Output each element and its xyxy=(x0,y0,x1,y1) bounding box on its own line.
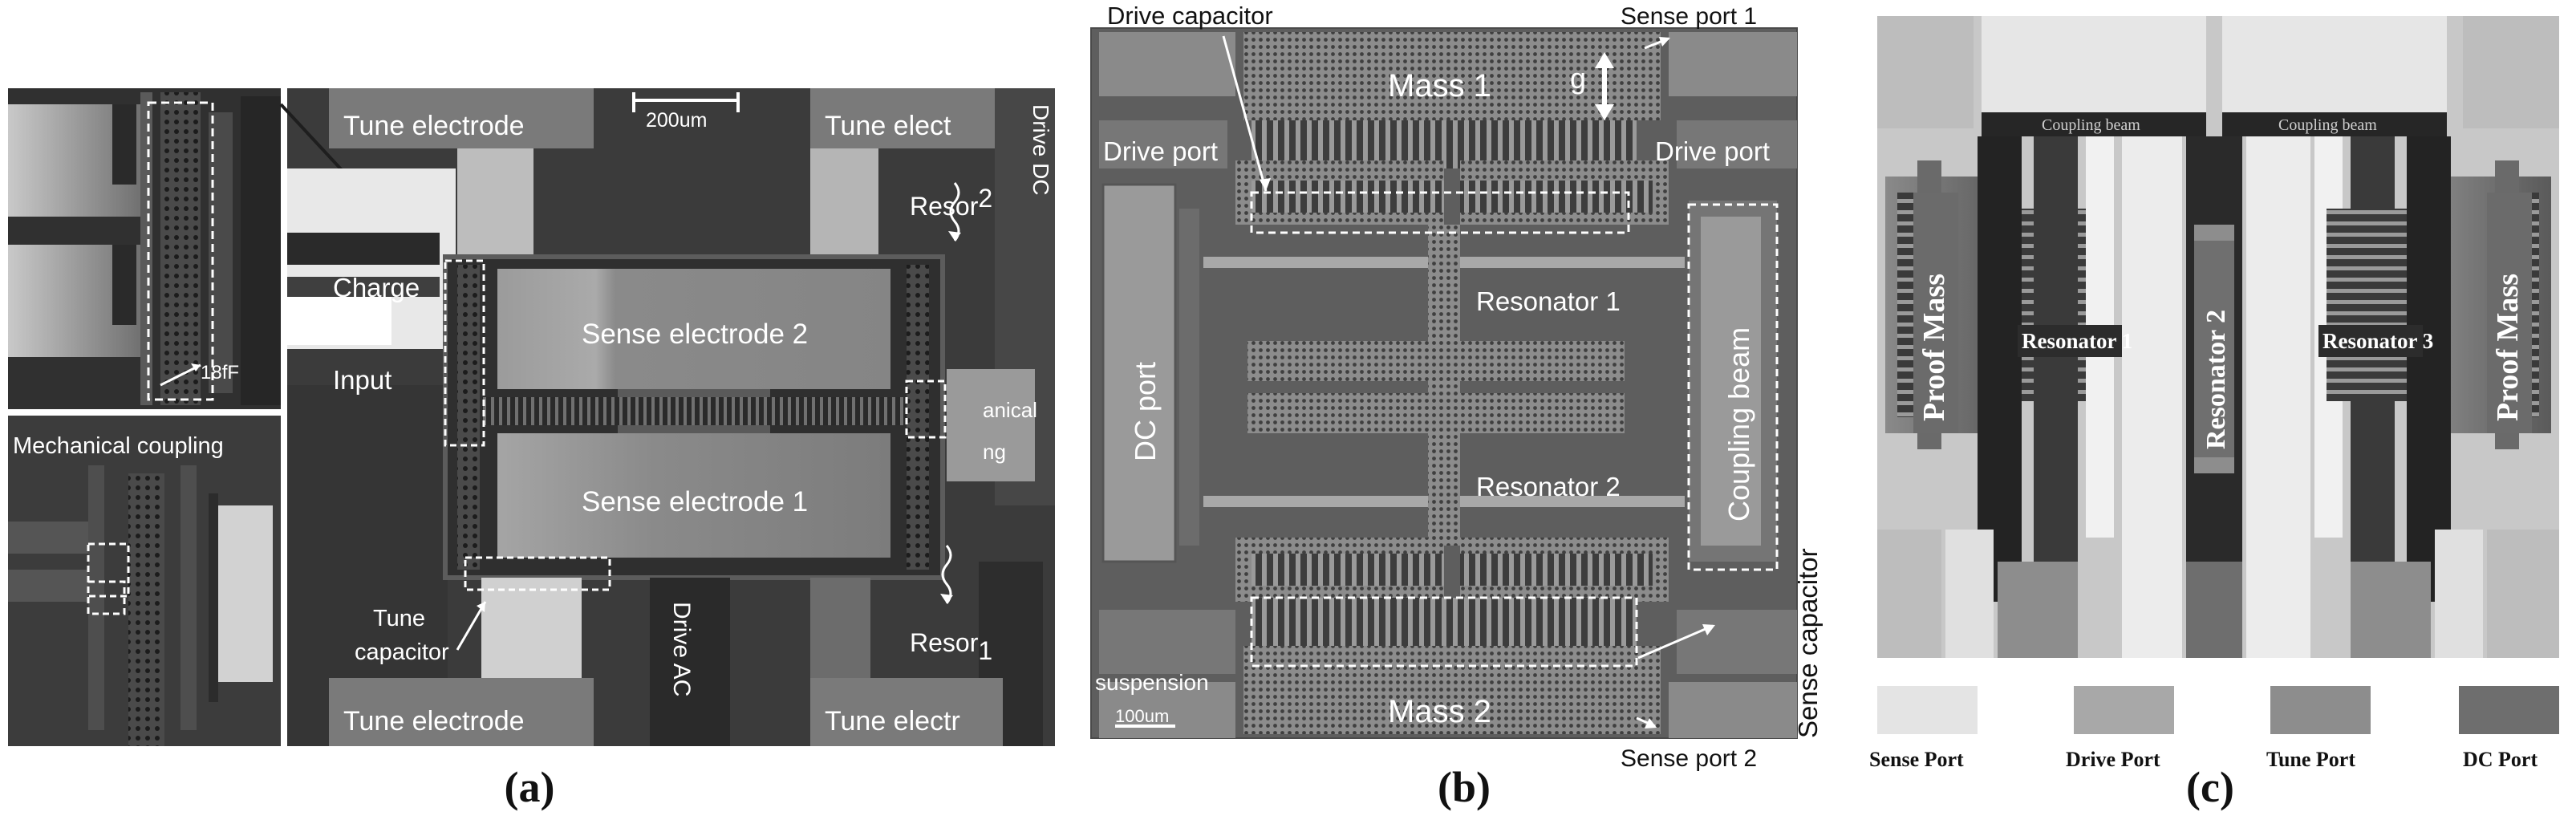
drive-port-left-label: Drive port xyxy=(1103,136,1218,166)
resonator-2-label: Resor2 xyxy=(910,184,992,221)
tune-electrode-top-right: Tune elect xyxy=(825,111,951,141)
legend-swatch-sense-port xyxy=(1877,686,1978,734)
legend-swatch-tune-port xyxy=(2270,686,2371,734)
panel-b: Drive capacitor Sense port 1 Mass 1 g Dr… xyxy=(1090,0,1823,772)
tune-electrode-top-left: Tune electrode xyxy=(343,111,525,141)
drive-capacitor-label: Drive capacitor xyxy=(1107,2,1273,30)
panel-b-sem-image: Drive capacitor Sense port 1 Mass 1 g Dr… xyxy=(1090,2,1823,772)
legend-label-tune-port: Tune Port xyxy=(2266,748,2355,771)
sense-electrode-2-label: Sense electrode 2 xyxy=(582,319,808,350)
resonator-1-label: Resor1 xyxy=(910,628,992,665)
mass-1-label: Mass 1 xyxy=(1388,68,1491,103)
resonator-2-label-c: Resonator 2 xyxy=(2201,310,2231,449)
inset-bottom: Mechanical coupling xyxy=(8,416,281,746)
resonator-1-label-b: Resonator 1 xyxy=(1476,286,1621,316)
sense-capacitor-label: Sense capacitor xyxy=(1793,548,1823,738)
panel-c-layout-image: Coupling beam Coupling beam Proof Mass P… xyxy=(1869,16,2559,771)
mechanical-coupling-partial-2: ng xyxy=(983,440,1006,464)
caption-c: (c) xyxy=(2186,763,2234,811)
panel-a-sem-image: 18fF Mechanical coupling xyxy=(8,88,1055,746)
resonator-1-label-c: Resonator 1 xyxy=(2022,329,2132,353)
legend-label-dc-port: DC Port xyxy=(2463,748,2537,771)
drive-dc-label: Drive DC xyxy=(1028,104,1053,196)
resonator-3-label-c: Resonator 3 xyxy=(2322,329,2433,353)
drive-port-right-label: Drive port xyxy=(1655,136,1770,166)
mechanical-coupling-label: Mechanical coupling xyxy=(13,433,224,459)
panel-a-scale-bar: 200um xyxy=(646,109,707,132)
gap-g-label: g xyxy=(1570,62,1586,95)
tune-capacitor-label-2: capacitor xyxy=(355,639,449,665)
panel-c: Coupling beam Coupling beam Proof Mass P… xyxy=(1869,16,2567,771)
sense-port-2-label: Sense port 2 xyxy=(1621,745,1757,772)
coupling-beam-right-label: Coupling beam xyxy=(2278,116,2377,134)
legend-swatch-dc-port xyxy=(2459,686,2559,734)
panel-a: 18fF Mechanical coupling xyxy=(8,88,1055,746)
coupling-beam-left-label: Coupling beam xyxy=(2042,116,2140,134)
inset-top-value: 18fF xyxy=(201,362,239,384)
proof-mass-right-label: Proof Mass xyxy=(2491,274,2525,421)
panel-b-scale-bar: 100um xyxy=(1115,706,1169,726)
dc-port-label: DC port xyxy=(1129,362,1162,461)
port-legend: Sense Port Drive Port Tune Port DC Port xyxy=(1869,686,2559,771)
input-label: Input xyxy=(333,365,391,395)
charge-label: Charge xyxy=(333,273,420,302)
sense-port-1-label: Sense port 1 xyxy=(1621,3,1757,30)
resonator-2-label-b: Resonator 2 xyxy=(1476,472,1621,501)
mechanical-coupling-partial-1: anical xyxy=(983,398,1037,422)
inset-top: 18fF xyxy=(8,88,281,409)
coupling-beam-label-b: Coupling beam xyxy=(1722,327,1755,522)
legend-swatch-drive-port xyxy=(2074,686,2174,734)
mass-2-label: Mass 2 xyxy=(1388,694,1491,729)
legend-label-drive-port: Drive Port xyxy=(2066,748,2160,771)
tune-electrode-bottom-right: Tune electr xyxy=(825,706,960,737)
suspension-label: suspension xyxy=(1095,670,1209,695)
caption-a: (a) xyxy=(504,763,555,811)
tune-capacitor-label-1: Tune xyxy=(373,606,425,631)
drive-ac-label: Drive AC xyxy=(668,602,695,696)
proof-mass-left-label: Proof Mass xyxy=(1917,274,1951,421)
caption-b: (b) xyxy=(1438,763,1491,811)
sense-electrode-1-label: Sense electrode 1 xyxy=(582,486,808,517)
legend-label-sense-port: Sense Port xyxy=(1869,748,1964,771)
tune-electrode-bottom-left: Tune electrode xyxy=(343,706,525,737)
